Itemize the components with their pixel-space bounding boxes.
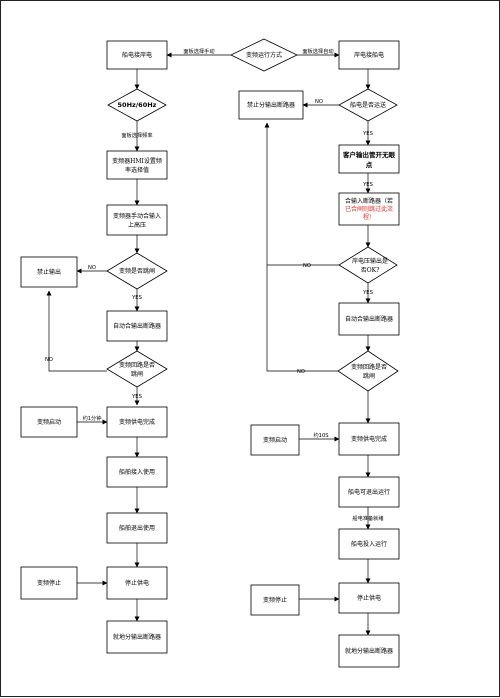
node-left-power-done (106, 406, 168, 438)
node-ship-run (338, 528, 400, 560)
node-right-power-done-label: 变频供电完成 (351, 435, 387, 443)
node-customer-label-2: 点 (366, 160, 373, 169)
node-ship-in-use-label: 船舶接入使用 (119, 468, 155, 476)
label-left-no-1: NO (88, 265, 96, 271)
node-right-vfd-stop-label: 变频停止 (263, 596, 287, 604)
node-left-vfd-start (20, 406, 78, 438)
arrow-right-no-3 (264, 122, 340, 372)
node-manual-input-label-2: 上高压 (128, 221, 146, 229)
node-right-auto-close (338, 302, 400, 336)
node-freq-select (107, 88, 167, 122)
node-left-auto-close (106, 310, 168, 342)
node-right-vfd-stop (250, 584, 300, 616)
node-right-stop-supply (338, 582, 400, 614)
node-right-vfd-start-label: 变频启动 (263, 436, 287, 444)
label-right-yes-1: YES (362, 131, 373, 137)
node-left-vfd-stop-label: 变频停止 (37, 579, 61, 587)
node-left-vfd-start-label: 变频启动 (37, 418, 61, 426)
node-ship-can-exit-label: 船电可退出运行 (348, 488, 390, 496)
node-left-vfd-stop (20, 566, 78, 600)
node-forbid-output (20, 256, 78, 288)
node-manual-input (106, 204, 168, 236)
node-left-fault-label: 变频是否跳闸 (119, 267, 155, 275)
node-close-input-label-1: 合输入断路器（若 (345, 197, 393, 205)
node-voltage-label-1: 岸电压输出是 (352, 257, 388, 265)
node-method (230, 38, 298, 72)
node-ship-running-check (338, 88, 398, 122)
node-customer-label-1: 客户输出管开无眼 (342, 150, 396, 159)
node-right-local-open (338, 634, 400, 668)
node-left-power-done-label: 变频供电完成 (119, 418, 155, 426)
node-shore-to-ship-label: 船电接岸电 (122, 51, 152, 59)
node-close-input-breaker (338, 192, 400, 226)
node-ship-to-shore-label: 岸电接船电 (354, 51, 384, 59)
node-left-local-open (106, 620, 168, 654)
node-ship-in-use (106, 456, 168, 488)
node-hmi-label-1: 变频器HMI设置频 (112, 157, 162, 165)
node-left-local-open-label: 就地分输出断路器 (113, 633, 161, 641)
node-ship-run-label: 船电投入运行 (351, 540, 387, 548)
label-right-yes-2: YES (362, 182, 373, 188)
arrow-left-no-2 (46, 290, 107, 372)
node-close-input-label-2: 已合闸则跳过此流 (345, 205, 393, 213)
node-left-stop-supply (106, 566, 168, 600)
label-right-no-1: NO (315, 99, 323, 105)
node-ship-out-use-label: 船舶退出使用 (119, 524, 155, 532)
label-auto-select: 面板选择自动 (302, 47, 333, 55)
node-right-stop-supply-label: 停止供电 (357, 594, 381, 602)
node-voltage-check (338, 246, 398, 284)
node-right-vfd-start (250, 424, 300, 456)
node-voltage-label-2: 否OK? (361, 267, 380, 274)
label-panel-freq: 面板选择频率 (121, 131, 152, 139)
node-left-fault-check (106, 252, 168, 290)
node-freq-label: 50Hz/60Hz (118, 101, 157, 109)
label-right-no-3: NO (297, 369, 305, 375)
node-ship-to-shore (338, 40, 400, 70)
node-ship-can-exit (338, 476, 400, 508)
node-left-auto-close-label: 自动合输出断路器 (113, 322, 161, 330)
node-left-circuit-label-2: 跳闸 (131, 370, 143, 378)
node-ship-out-use (106, 512, 168, 544)
label-right-no-2: NO (303, 263, 311, 269)
node-right-auto-close-label: 自动合输出断路器 (345, 315, 393, 323)
node-left-circuit-label-1: 变频回路是否 (119, 361, 155, 369)
node-forbid-open-breaker (238, 90, 304, 120)
node-manual-input-label-1: 变频器手动合输入 (113, 212, 161, 220)
node-hmi-setting (106, 150, 168, 180)
node-customer-output (338, 144, 400, 174)
node-ship-running-label: 船电是否运送 (350, 101, 386, 109)
label-ship-ready: 船电准备就绪 (352, 514, 383, 522)
node-method-label: 变频运行方式 (246, 51, 282, 59)
node-right-circuit-label-2: 跳闸 (363, 372, 375, 380)
node-forbid-open-label: 禁止分输出断路器 (247, 101, 295, 109)
node-right-circuit-label-1: 变频回路是否 (351, 363, 387, 371)
node-right-local-open-label: 就地分输出断路器 (345, 647, 393, 655)
connectors (46, 52, 371, 636)
node-hmi-label-2: 率选择值 (125, 166, 149, 174)
node-forbid-output-label: 禁止输出 (37, 268, 61, 276)
node-left-stop-supply-label: 停止供电 (125, 579, 149, 587)
label-right-yes-3: YES (362, 290, 373, 296)
node-shore-to-ship (106, 40, 168, 70)
label-approx-1min: 约1分钟 (83, 414, 102, 422)
label-left-yes-2: YES (131, 394, 142, 400)
label-left-yes-1: YES (131, 295, 142, 301)
label-manual-select: 面板选择手动 (183, 47, 214, 55)
node-right-circuit-check (337, 350, 399, 392)
node-left-circuit-check (106, 350, 168, 388)
node-close-input-label-3: 程） (363, 213, 375, 221)
label-left-no-2: NO (45, 357, 53, 363)
label-approx-10s: 约10S (313, 431, 328, 439)
node-right-power-done (338, 422, 400, 456)
